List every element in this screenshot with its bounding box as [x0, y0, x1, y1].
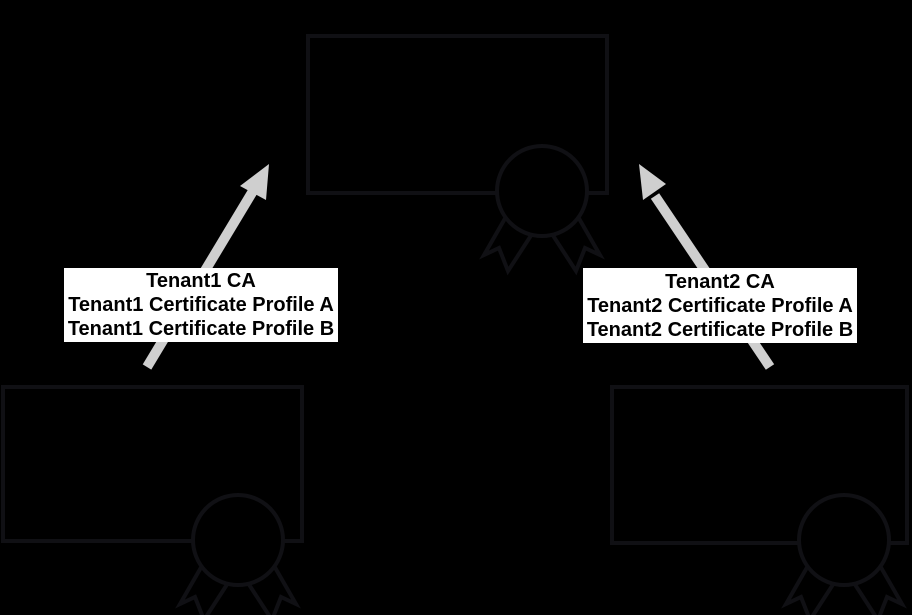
tenant2-profile-a: Tenant2 Certificate Profile A: [587, 294, 853, 317]
tenant1-profile-a: Tenant1 Certificate Profile A: [68, 294, 334, 316]
tenant2-profile-b: Tenant2 Certificate Profile B: [586, 318, 854, 341]
tenant1-ca-name: Tenant1 CA: [146, 270, 256, 292]
tenant1-label: Tenant1 CA Tenant1 Certificate Profile A…: [64, 268, 338, 342]
tenant1-certificate-icon: [1, 385, 304, 615]
tenant2-label: Tenant2 CA Tenant2 Certificate Profile A…: [583, 268, 857, 343]
tenant1-profile-b: Tenant1 Certificate Profile B: [67, 318, 335, 340]
tenant2-ca-name: Tenant2 CA: [665, 270, 775, 293]
tenant2-certificate-icon: [610, 385, 909, 615]
root-certificate-icon: [306, 34, 609, 273]
